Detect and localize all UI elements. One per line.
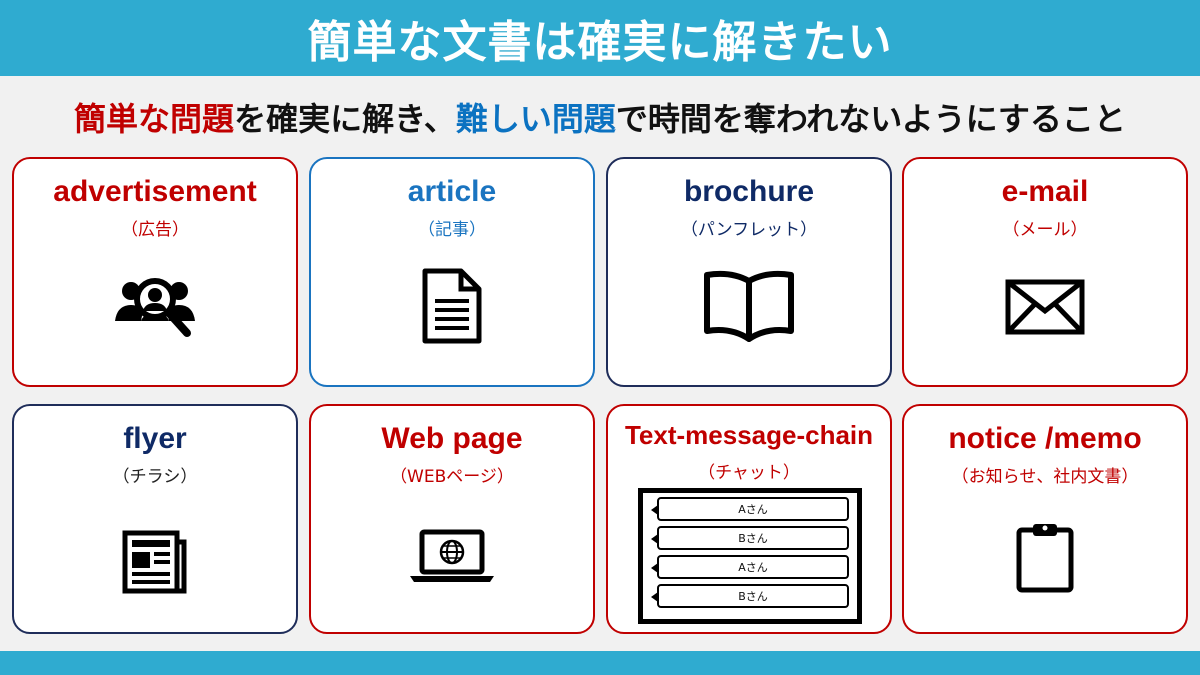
subtitle-mid1: を確実に解き、 <box>234 100 456 138</box>
card-text-message-chain: Text-message-chain （チャット） Aさん Bさん Aさん Bさ… <box>606 404 892 634</box>
card-brochure: brochure （パンフレット） <box>606 157 892 387</box>
chat-bubble: Bさん <box>651 526 849 550</box>
card-subtitle: （広告） <box>121 220 189 240</box>
chat-bubble: Aさん <box>651 497 849 521</box>
card-email: e-mail （メール） <box>902 157 1188 387</box>
card-title: flyer <box>123 422 187 455</box>
subtitle: 簡単な問題を確実に解き、難しい問題で時間を奪われないようにすること <box>0 92 1200 142</box>
footer-bar <box>0 651 1200 675</box>
card-subtitle: （お知らせ、社内文書） <box>951 467 1139 487</box>
card-subtitle: （WEBページ） <box>390 467 514 487</box>
card-notice-memo: notice /memo （お知らせ、社内文書） <box>902 404 1188 634</box>
card-title: brochure <box>683 175 815 208</box>
card-title: e-mail <box>1001 175 1089 208</box>
card-title: article <box>407 175 497 208</box>
card-subtitle: （記事） <box>418 220 486 240</box>
page-title: 簡単な文書は確実に解きたい <box>307 17 893 68</box>
clipboard-icon <box>1016 524 1074 593</box>
laptop-globe-icon <box>410 529 494 582</box>
chat-bubble: Bさん <box>651 584 849 608</box>
subtitle-end: で時間を奪われないようにすること <box>615 100 1126 138</box>
card-title: advertisement <box>53 175 257 208</box>
chat-bubble: Aさん <box>651 555 849 579</box>
card-title: Text-message-chain <box>624 420 874 450</box>
header-bar: 簡単な文書は確実に解きたい <box>0 0 1200 76</box>
people-search-icon <box>115 278 195 337</box>
open-book-icon <box>704 270 794 342</box>
document-icon <box>422 268 482 344</box>
card-web-page: Web page （WEBページ） <box>309 404 595 634</box>
envelope-icon <box>1005 279 1085 335</box>
card-subtitle: （チャット） <box>698 463 800 483</box>
card-subtitle: （メール） <box>1002 220 1088 240</box>
subtitle-easy: 簡単な問題 <box>74 100 235 138</box>
card-subtitle: （パンフレット） <box>680 220 818 240</box>
card-flyer: flyer （チラシ） <box>12 404 298 634</box>
subtitle-hard: 難しい問題 <box>455 100 616 138</box>
card-title: notice /memo <box>948 422 1142 455</box>
card-subtitle: （チラシ） <box>112 467 198 487</box>
newspaper-icon <box>122 530 187 594</box>
card-title: Web page <box>381 422 523 455</box>
card-article: article （記事） <box>309 157 595 387</box>
chat-bubbles-icon: Aさん Bさん Aさん Bさん <box>638 488 862 624</box>
card-advertisement: advertisement （広告） <box>12 157 298 387</box>
